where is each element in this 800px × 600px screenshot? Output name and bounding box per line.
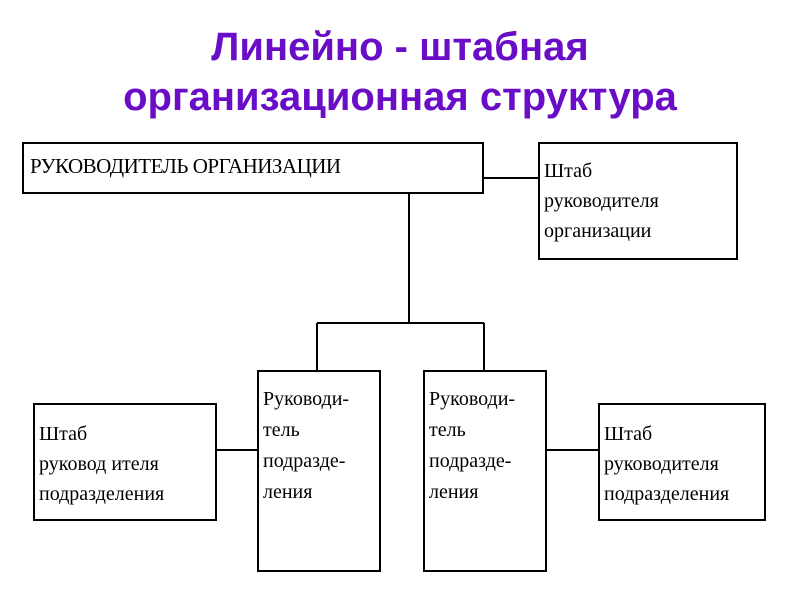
- division-head-box-left: Руководи- тель подразде- ления: [257, 370, 381, 572]
- box-text-line: подразделения: [39, 483, 165, 505]
- box-text-line: подразделения: [604, 483, 730, 505]
- organization-head-label: РУКОВОДИТЕЛЬ ОРГАНИЗАЦИИ: [30, 154, 341, 178]
- box-text-line: подразде-: [429, 450, 512, 472]
- box-text-line: Штаб: [544, 160, 593, 182]
- slide-title: Линейно - штабная организационная структ…: [0, 22, 800, 122]
- box-text-line: Штаб: [604, 423, 653, 445]
- box-text-line: ления: [429, 481, 479, 503]
- box-text-line: подразде-: [263, 450, 346, 472]
- division-hq-box-left: Штаб руковод ителя подразделения: [33, 403, 217, 521]
- box-text-line: руковод ителя: [39, 453, 159, 475]
- division-hq-box-right: Штаб руководителя подразделения: [598, 403, 766, 521]
- box-text-line: руководителя: [604, 453, 719, 475]
- division-head-box-right: Руководи- тель подразде- ления: [423, 370, 547, 572]
- organization-hq-box: Штаб руководителя организации: [538, 142, 738, 260]
- box-text-line: Руководи-: [263, 388, 350, 410]
- box-text-line: Руководи-: [429, 388, 516, 410]
- box-text-line: Штаб: [39, 423, 88, 445]
- title-line-2: организационная структура: [123, 75, 677, 119]
- box-text-line: тель: [263, 419, 300, 441]
- box-text-line: ления: [263, 481, 313, 503]
- box-text-line: тель: [429, 419, 466, 441]
- organization-head-box: РУКОВОДИТЕЛЬ ОРГАНИЗАЦИИ: [22, 142, 484, 194]
- box-text-line: организации: [544, 220, 652, 242]
- box-text-line: руководителя: [544, 190, 659, 212]
- title-line-1: Линейно - штабная: [211, 25, 589, 69]
